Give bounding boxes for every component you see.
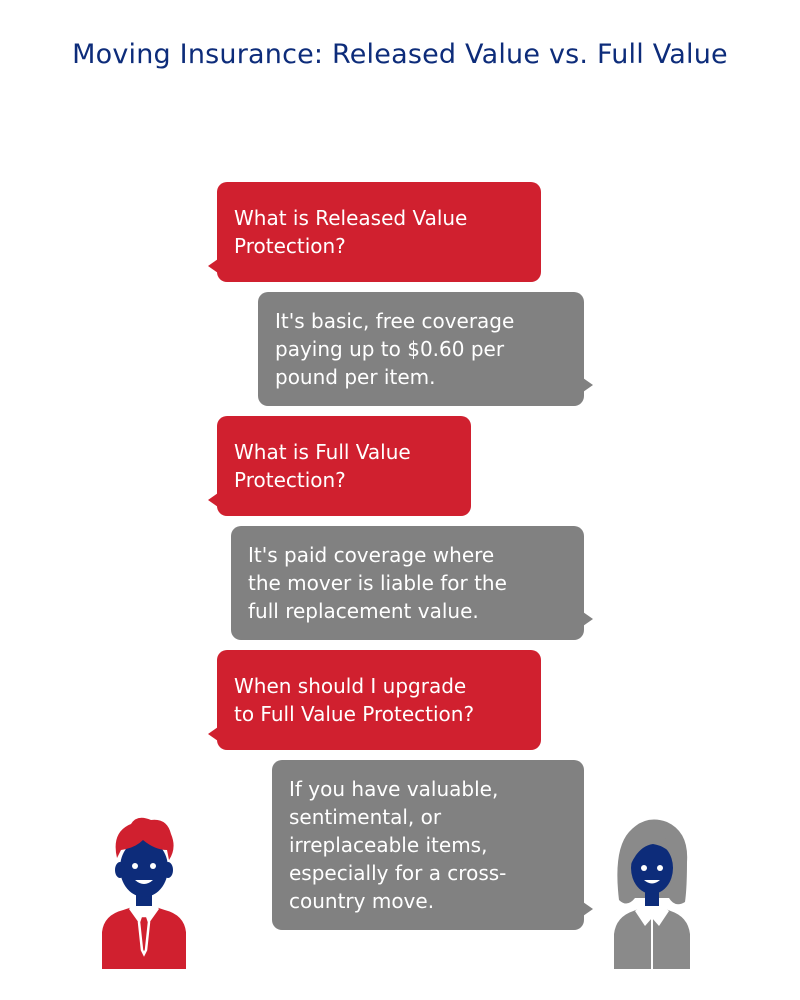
question-bubble-when-upgrade: When should I upgrade to Full Value Prot…: [208, 650, 541, 750]
woman-collar: [635, 905, 652, 926]
answer-text: It's basic, free coverage paying up to $…: [275, 309, 515, 389]
answer-text: It's paid coverage where the mover is li…: [248, 543, 507, 623]
answer-text: If you have valuable, sentimental, or ir…: [289, 777, 507, 913]
question-text: What is Released Value Protection?: [234, 206, 468, 258]
question-bubble-full-value: What is Full Value Protection?: [208, 416, 471, 516]
question-text: What is Full Value Protection?: [234, 440, 411, 492]
man-face: [120, 839, 168, 897]
tie-icon: [137, 914, 151, 957]
question-bubble-released-value: What is Released Value Protection?: [208, 182, 541, 282]
answer-bubble-when-upgrade: If you have valuable, sentimental, or ir…: [272, 760, 593, 930]
man-hair: [115, 817, 174, 860]
answer-bubble-full-value: It's paid coverage where the mover is li…: [231, 526, 593, 640]
answer-bubble-released-value: It's basic, free coverage paying up to $…: [258, 292, 593, 406]
woman-face: [631, 842, 673, 894]
question-text: When should I upgrade to Full Value Prot…: [234, 674, 475, 726]
man-avatar-icon: [100, 817, 188, 970]
page-title: Moving Insurance: Released Value vs. Ful…: [72, 39, 728, 70]
woman-avatar-icon: [612, 819, 692, 970]
